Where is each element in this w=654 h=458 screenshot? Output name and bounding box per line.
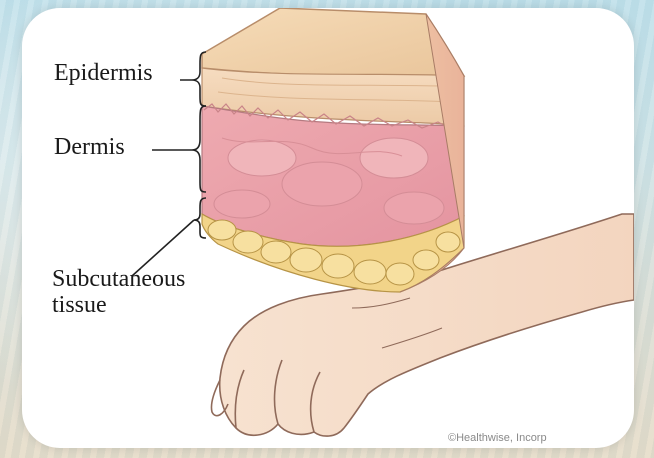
skin-block-top xyxy=(202,8,464,76)
copyright-credit: ©Healthwise, Incorp xyxy=(448,432,547,444)
label-subcutaneous: Subcutaneous xyxy=(52,266,185,292)
label-subcutaneous-tissue: tissue xyxy=(52,292,107,318)
label-dermis: Dermis xyxy=(54,134,125,160)
label-epidermis: Epidermis xyxy=(54,60,153,86)
diagram-card: Epidermis Dermis Subcutaneous tissue ©He… xyxy=(22,8,634,448)
